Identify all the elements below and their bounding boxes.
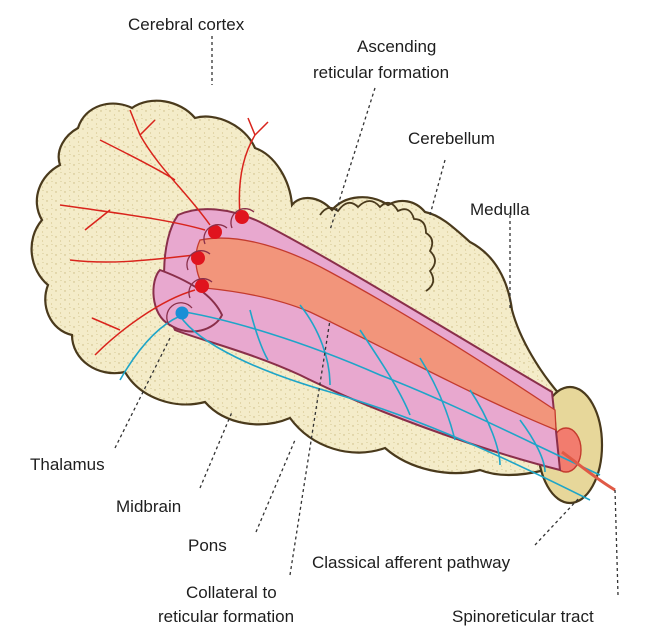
label-cerebellum: Cerebellum [408,129,495,148]
label-pons: Pons [188,536,227,555]
label-cerebral-cortex: Cerebral cortex [128,15,245,34]
label-midbrain: Midbrain [116,497,181,516]
label-ascending-line1: Ascending [357,37,436,56]
label-collateral-line1: Collateral to [186,583,277,602]
label-classical-afferent: Classical afferent pathway [312,553,511,572]
label-ascending-line2: reticular formation [313,63,449,82]
label-medulla: Medulla [470,200,530,219]
label-collateral-line2: reticular formation [158,607,294,626]
label-thalamus: Thalamus [30,455,105,474]
label-spinoreticular: Spinoreticular tract [452,607,594,626]
